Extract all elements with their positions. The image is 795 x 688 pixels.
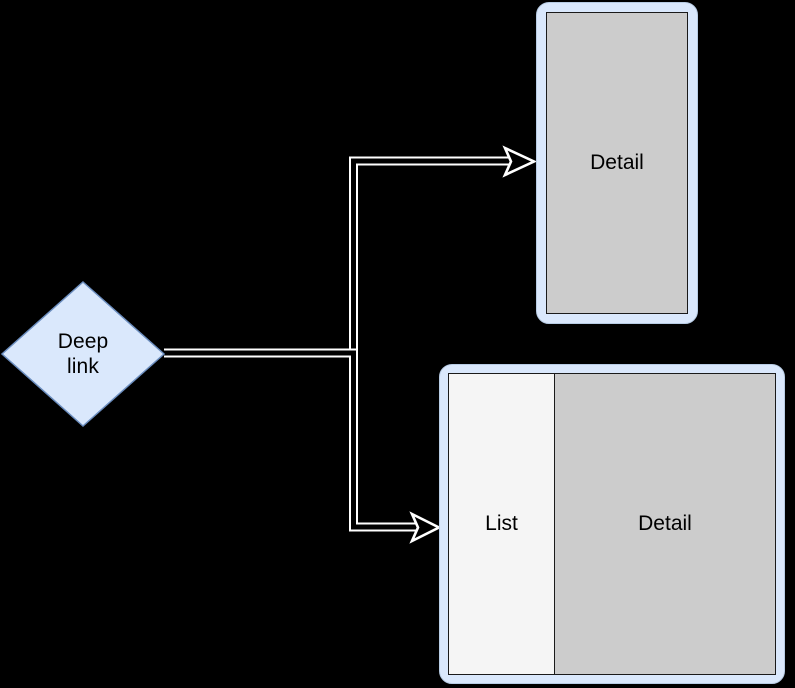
screen-list-detail: List Detail bbox=[448, 373, 776, 675]
decision-deep-link[interactable]: Deep link bbox=[0, 280, 166, 428]
pane-detail[interactable]: Detail bbox=[547, 13, 687, 313]
node-list-detail-layout[interactable]: List Detail bbox=[439, 364, 785, 684]
node-detail-only-layout[interactable]: Detail bbox=[536, 2, 698, 324]
edge-to-detail-only bbox=[164, 145, 538, 358]
rhombus-shape bbox=[0, 280, 166, 428]
pane-detail[interactable]: Detail bbox=[555, 374, 775, 674]
screen-detail-only: Detail bbox=[546, 12, 688, 314]
pane-list[interactable]: List bbox=[449, 374, 555, 674]
edge-to-list-detail bbox=[164, 348, 442, 544]
